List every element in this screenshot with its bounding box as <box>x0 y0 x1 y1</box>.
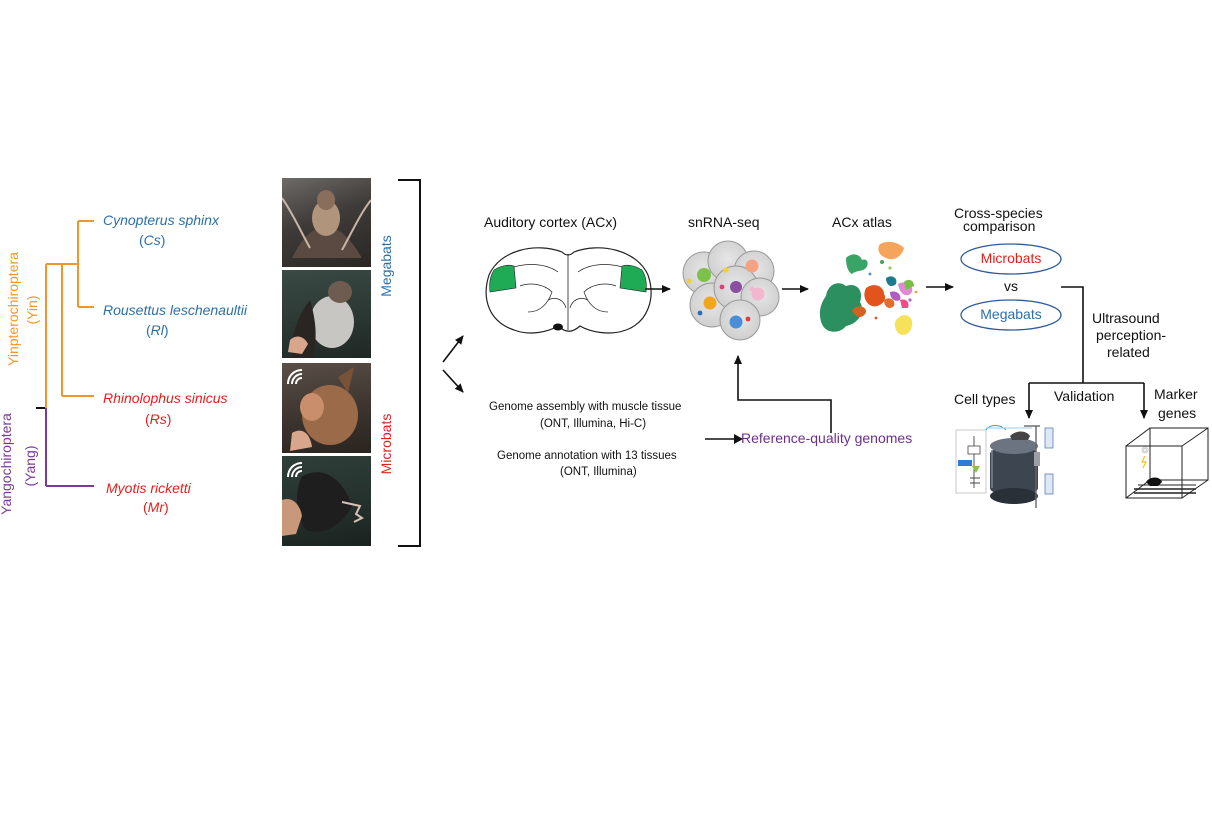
bat-photo-cs <box>282 178 371 267</box>
megabats-group-text: Megabats <box>378 235 394 297</box>
bat-photo-rs-art <box>290 367 358 451</box>
species-name-rl: Rousettus leschenaultii <box>103 302 247 318</box>
bat-photo-rs <box>282 363 371 453</box>
yin-clade-abbr: (Yin) <box>22 270 42 350</box>
species-abbr-cs-text: Cs <box>143 232 161 248</box>
yin-clade-name: Yinpterochiroptera <box>5 252 21 366</box>
comparison-to-validation-line <box>1061 286 1084 383</box>
species-abbr-rl-text: Rl <box>150 322 164 338</box>
megabats-oval <box>960 299 1062 331</box>
bat-photo-mr <box>282 456 371 546</box>
microbats-group-text: Microbats <box>378 413 394 475</box>
megabats-group-label: Megabats <box>376 226 396 306</box>
microbats-group-label: Microbats <box>376 404 396 484</box>
yin-clade-label: Yinpterochiroptera <box>3 229 23 389</box>
cross-species-label-line2: comparison <box>963 218 1036 234</box>
species-abbr-rs-text: Rs <box>149 411 167 427</box>
genome-annotation-line2: (ONT, Illumina) <box>560 466 637 478</box>
phylogenetic-tree <box>36 220 94 487</box>
acx-brain-section <box>485 247 652 334</box>
echolocation-icon-rs <box>287 369 303 385</box>
acx-label: Auditory cortex (ACx) <box>484 214 618 230</box>
echolocation-icon-mr <box>287 462 303 478</box>
megabats-oval-text: Megabats <box>980 306 1042 322</box>
cell-types-rig-illustration <box>955 425 1054 508</box>
yang-clade-label: Yangochiroptera <box>0 404 16 524</box>
genome-assembly-line1: Genome assembly with muscle tissue <box>489 401 682 413</box>
reference-genomes-label: Reference-quality genomes <box>741 430 913 446</box>
yang-clade-branches <box>45 408 94 487</box>
snrna-nuclei <box>682 240 780 341</box>
arrow-to-acx <box>442 335 464 363</box>
species-name-rs: Rhinolophus sinicus <box>103 390 228 406</box>
microbats-oval <box>960 243 1062 275</box>
arrow-genomes-to-snrna <box>734 355 832 433</box>
species-name-cs: Cynopterus sphinx <box>103 212 219 228</box>
species-name-mr: Myotis ricketti <box>106 480 191 496</box>
marker-genes-behavior-box <box>1125 427 1209 499</box>
validation-label: Validation <box>1054 388 1115 404</box>
species-abbr-rl: (Rl) <box>146 322 169 338</box>
vs-text: vs <box>1004 278 1018 294</box>
acx-atlas-label: ACx atlas <box>832 214 892 230</box>
snrna-seq-label: snRNA-seq <box>688 214 760 230</box>
cell-types-label: Cell types <box>954 391 1016 407</box>
species-abbr-mr: (Mr) <box>143 499 169 515</box>
bat-photo-cs-art <box>282 190 371 258</box>
cross-species-label-line1: Cross-species <box>954 205 1043 221</box>
yang-clade-abbr: (Yang) <box>20 426 40 506</box>
species-bracket <box>398 179 421 547</box>
yin-clade-branches <box>45 220 94 408</box>
species-abbr-mr-text: Mr <box>147 499 164 515</box>
microbats-oval-text: Microbats <box>980 250 1042 266</box>
ultrasound-line1: Ultrasound <box>1092 310 1160 326</box>
ultrasound-line3: related <box>1107 344 1150 360</box>
ultrasound-line2: perception- <box>1096 327 1167 343</box>
marker-genes-line1: Marker <box>1154 386 1198 402</box>
bat-photo-rl-art <box>288 281 354 358</box>
marker-genes-line2: genes <box>1158 405 1197 421</box>
yin-clade-abbr-text: (Yin) <box>24 295 40 325</box>
genome-annotation-line1: Genome annotation with 13 tissues <box>497 450 677 462</box>
genome-assembly-line2: (ONT, Illumina, Hi-C) <box>540 418 647 430</box>
bat-photo-rl <box>282 270 371 358</box>
yang-clade-abbr-text: (Yang) <box>22 445 38 487</box>
arrow-to-genome <box>442 369 464 393</box>
bat-photo-mr-art <box>282 472 364 536</box>
species-abbr-cs: (Cs) <box>139 232 166 248</box>
acx-atlas-umap <box>819 241 918 335</box>
species-abbr-rs: (Rs) <box>145 411 172 427</box>
arrow-to-reference-genomes <box>705 434 743 444</box>
yang-clade-name: Yangochiroptera <box>0 413 14 515</box>
